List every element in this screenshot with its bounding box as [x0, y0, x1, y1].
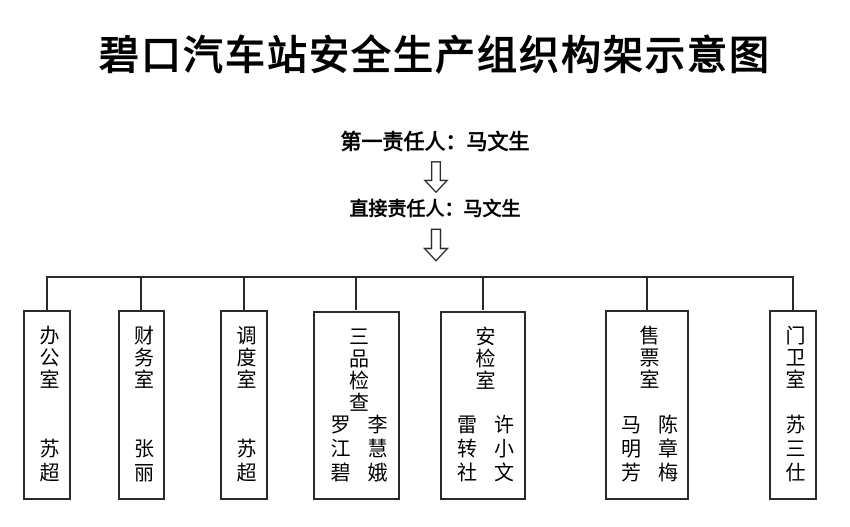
person-name: 马明芳: [617, 414, 640, 486]
person-name: 雷转社: [453, 414, 476, 486]
person-names: 苏三仕: [781, 414, 805, 486]
org-box-ticketing: 售票室 马明芳 陈章梅: [605, 310, 689, 500]
org-box-dispatch: 调度室 苏超: [220, 310, 268, 500]
connector-vertical-line: [46, 276, 48, 310]
org-box-finance: 财务室 张丽: [118, 310, 165, 500]
connector-vertical-line: [140, 276, 142, 310]
department-label: 调度室: [233, 325, 255, 391]
down-arrow-icon: [423, 161, 449, 193]
connector-vertical-line: [646, 276, 648, 310]
department-label: 财务室: [130, 325, 153, 391]
person-name: 张丽: [130, 438, 153, 486]
person-name: 苏超: [36, 438, 58, 486]
org-box-office: 办公室 苏超: [23, 310, 71, 500]
person-names: 苏超: [232, 438, 256, 486]
connector-horizontal-line: [46, 276, 794, 278]
person-names: 罗江碧 李慧娥: [326, 414, 387, 486]
page-title: 碧口汽车站安全生产组织构架示意图: [99, 33, 771, 78]
department-label: 三品检查: [345, 326, 368, 414]
person-names: 张丽: [130, 438, 154, 486]
direct-responsible-label: 直接责任人：马文生: [349, 199, 521, 220]
person-names: 马明芳 陈章梅: [617, 414, 678, 486]
person-name: 苏三仕: [782, 414, 804, 486]
org-box-security-check: 安检室 雷转社 许小文: [440, 311, 526, 500]
connector-vertical-line: [792, 276, 794, 310]
connector-vertical-line: [243, 276, 245, 310]
org-box-gate-guard: 门卫室 苏三仕: [769, 310, 817, 500]
department-label: 门卫室: [782, 325, 804, 391]
person-name: 李慧娥: [364, 414, 386, 486]
first-responsible-label: 第一责任人：马文生: [340, 130, 530, 154]
department-label: 安检室: [472, 326, 494, 392]
department-label: 售票室: [636, 325, 658, 391]
person-name: 陈章梅: [654, 414, 677, 486]
org-box-three-item-inspection: 三品检查 罗江碧 李慧娥: [313, 311, 400, 500]
person-names: 雷转社 许小文: [453, 414, 514, 486]
person-name: 罗江碧: [327, 414, 349, 486]
connector-vertical-line: [482, 276, 484, 310]
person-names: 苏超: [35, 438, 59, 486]
person-name: 许小文: [490, 414, 513, 486]
down-arrow-icon: [423, 228, 449, 262]
person-name: 苏超: [233, 438, 255, 486]
department-label: 办公室: [36, 325, 58, 391]
connector-vertical-line: [355, 276, 357, 310]
